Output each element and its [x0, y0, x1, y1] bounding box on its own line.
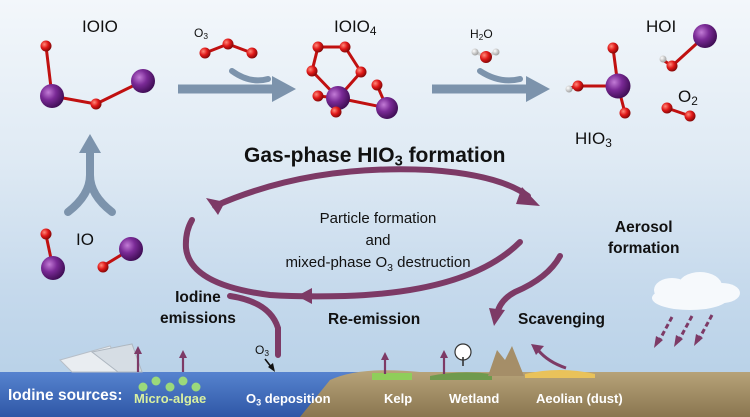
aeolian-label: Aeolian (dust)	[536, 391, 623, 406]
io-label: IO	[76, 230, 94, 249]
oxygen-atom	[90, 98, 102, 110]
sand-strip	[525, 370, 595, 378]
oxygen-atom	[40, 40, 52, 52]
iodine-sources-heading: Iodine sources:	[8, 387, 123, 404]
cycle-arrows	[182, 166, 563, 358]
emission-arrows	[136, 352, 446, 374]
iodine-emissions-label: Iodine emissions	[160, 289, 236, 327]
kelp-strip	[372, 373, 412, 380]
scavenging-arc	[494, 253, 563, 317]
micro-algae-icon	[138, 376, 201, 392]
iodine-atom	[40, 84, 64, 108]
water-molecule	[471, 48, 500, 63]
hio3-label: HIO3	[575, 129, 612, 150]
aeolian-arrow-icon	[531, 344, 567, 370]
emission-stem	[227, 293, 281, 358]
o3-deposition-arrow	[264, 358, 275, 372]
o2-molecule	[661, 102, 696, 122]
dune-icon	[488, 346, 524, 376]
reaction-arrow-io-to-ioio	[64, 134, 116, 216]
ioio-molecule	[40, 40, 155, 110]
micro-algae-label: Micro-algae	[134, 391, 207, 406]
wetland-label: Wetland	[449, 391, 500, 406]
o3-arrow-label: O3	[255, 343, 270, 359]
wetland-patch	[430, 372, 492, 380]
reaction-arrow-ioio4-to-hio3	[432, 68, 550, 102]
ozone-reactant-molecule	[199, 38, 258, 59]
rain-icon	[656, 314, 714, 344]
scavenging-label: Scavenging	[518, 311, 605, 328]
io-molecule	[40, 228, 143, 280]
o3-deposition-label: O3 deposition	[246, 391, 331, 408]
o2-label: O2	[678, 87, 698, 108]
tree-icon	[454, 343, 472, 366]
iodine-atom	[131, 69, 155, 93]
re-emission-label: Re-emission	[328, 311, 421, 328]
hio3-molecule	[565, 42, 631, 119]
sea-ice-icon	[59, 343, 143, 373]
hoi-label: HOI	[646, 17, 677, 36]
rain-arrowheads	[654, 334, 703, 348]
cycle-center-text: Particle formation and mixed-phase O3 de…	[285, 210, 471, 274]
diagram-title: Gas-phase HIO3 formation	[244, 144, 506, 170]
reaction-arrow-ioio-to-ioio4	[178, 68, 296, 102]
aerosol-formation-label: Aerosol formation	[608, 219, 680, 257]
hoi-molecule	[659, 24, 717, 72]
o3-reactant-label: O3	[194, 26, 209, 42]
emission-arrowheads	[134, 346, 448, 360]
kelp-label: Kelp	[384, 391, 413, 406]
land-strip	[300, 370, 750, 417]
cycle-arrowheads	[206, 187, 540, 326]
lower-cycle-arc	[182, 217, 523, 300]
upper-cycle-arc	[212, 166, 531, 209]
cloud-icon	[652, 272, 740, 310]
ioio-label: IOIO	[82, 17, 118, 36]
ioio4-molecule	[306, 41, 398, 119]
h2o-label: H2O	[470, 27, 493, 43]
ioio4-label: IOIO4	[334, 17, 377, 38]
